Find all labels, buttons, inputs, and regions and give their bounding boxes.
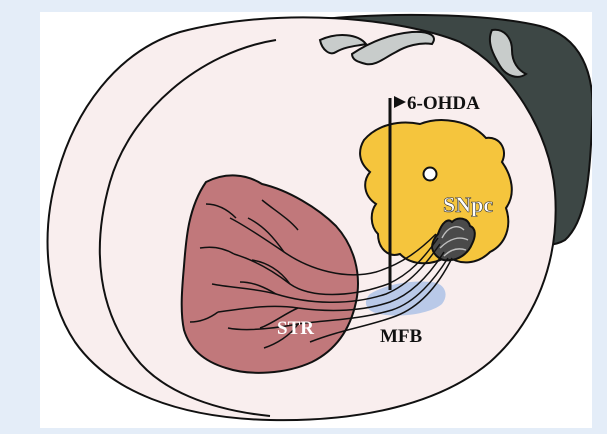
label-snpc: SNpc (443, 192, 493, 217)
brain-diagram: 6-OHDA SNpc STR MFB (40, 12, 592, 428)
label-6-ohda: 6-OHDA (407, 93, 480, 114)
figure-panel: 6-OHDA SNpc STR MFB (40, 12, 592, 428)
snpc-marker (424, 168, 437, 181)
label-mfb: MFB (380, 326, 423, 347)
label-str: STR (277, 318, 314, 339)
